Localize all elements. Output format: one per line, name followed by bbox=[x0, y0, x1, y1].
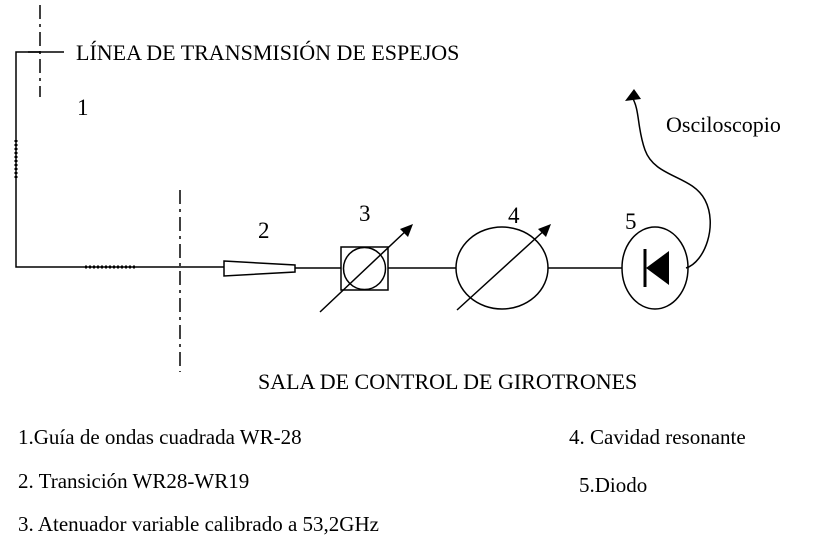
oscilloscope-cable bbox=[631, 96, 711, 269]
component-number-1: 1 bbox=[77, 95, 89, 120]
waveguide-path bbox=[15, 51, 135, 268]
legend-item-4: 4. Cavidad resonante bbox=[569, 425, 746, 449]
transition-symbol bbox=[223, 260, 296, 277]
attenuator-arrowhead bbox=[400, 224, 413, 237]
cavity-arrowhead bbox=[538, 224, 551, 237]
legend-item-1: 1.Guía de ondas cuadrada WR-28 bbox=[18, 425, 302, 449]
transmission-line-title: LÍNEA DE TRANSMISIÓN DE ESPEJOS bbox=[76, 40, 460, 65]
oscilloscope-arrowhead bbox=[625, 89, 641, 101]
component-number-3: 3 bbox=[359, 201, 371, 226]
oscilloscope-label: Osciloscopio bbox=[666, 112, 781, 137]
component-number-5: 5 bbox=[625, 209, 637, 234]
diode-triangle bbox=[646, 251, 669, 285]
cavity-arrow bbox=[456, 227, 548, 311]
control-room-title: SALA DE CONTROL DE GIROTRONES bbox=[258, 369, 638, 394]
legend-item-2: 2. Transición WR28-WR19 bbox=[18, 469, 250, 493]
legend-item-5: 5.Diodo bbox=[579, 473, 648, 497]
legend-item-3: 3. Atenuador variable calibrado a 53,2GH… bbox=[18, 512, 379, 536]
attenuator-arrow bbox=[319, 227, 410, 313]
component-number-4: 4 bbox=[508, 203, 520, 228]
attenuator-circle bbox=[342, 246, 387, 291]
component-number-2: 2 bbox=[258, 218, 270, 243]
